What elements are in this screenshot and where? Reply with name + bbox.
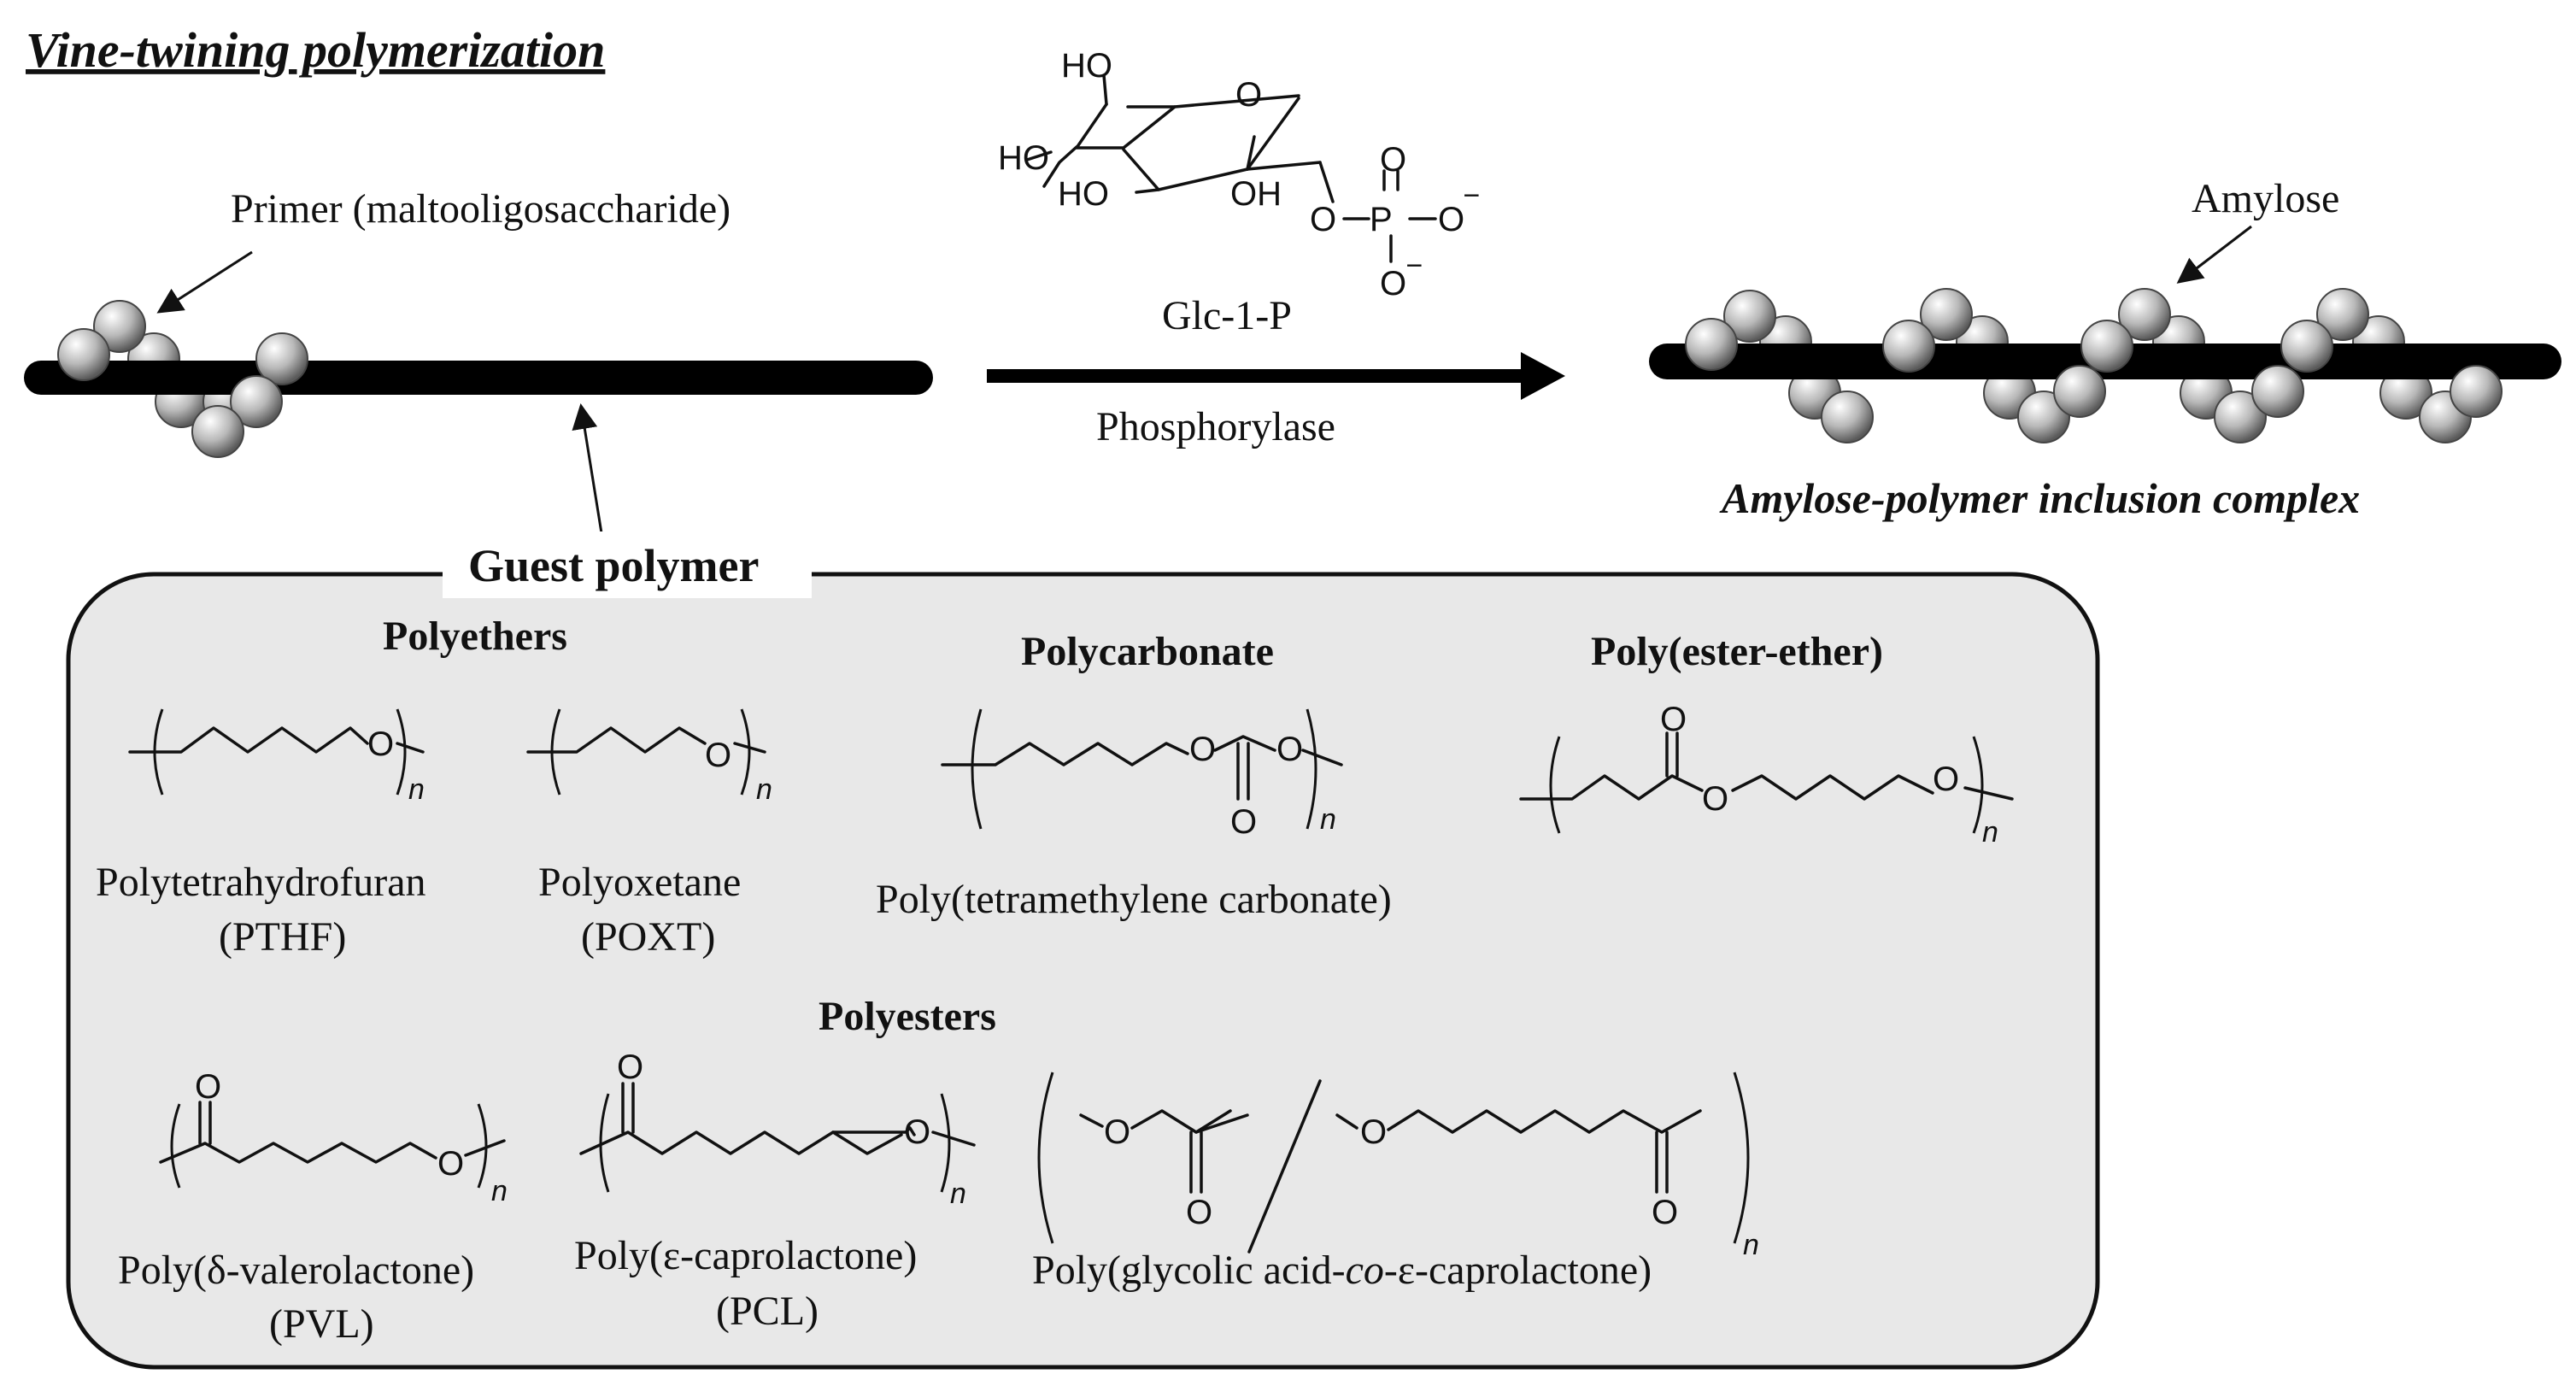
guest-panel-title: Guest polymer	[468, 540, 759, 591]
category-polycarbonate: Polycarbonate	[1021, 629, 1274, 674]
ptmc-subscript-n: n	[1320, 803, 1336, 836]
glc1p-charge-right: −	[1463, 179, 1480, 212]
glc1p-atom-ho1: HO	[1061, 47, 1112, 85]
glc1p-atom-oh: OH	[1230, 175, 1282, 213]
glc1p-atom-o-bottom: O	[1380, 265, 1406, 302]
glc1p-atom-o-right: O	[1438, 201, 1464, 238]
pcl-atom-o-ester: O	[904, 1113, 930, 1151]
ptmc-name: Poly(tetramethylene carbonate)	[876, 877, 1392, 922]
pga-atom-o2: O	[1186, 1194, 1212, 1231]
diagram-title: Vine-twining polymerization	[26, 22, 605, 78]
pga-name-co: co	[1346, 1248, 1384, 1293]
pthf-structure: O n	[128, 708, 425, 806]
guest-polymer-rod-left	[24, 361, 933, 395]
glc1p-atom-o-link: O	[1310, 201, 1336, 238]
pvl-atom-o-carbonyl: O	[195, 1068, 221, 1106]
glc1p-charge-bottom: −	[1405, 250, 1423, 282]
ptmc-atom-o2: O	[1276, 731, 1303, 768]
pga-subscript-n: n	[1743, 1229, 1759, 1261]
pvl-abbr: (PVL)	[269, 1301, 374, 1347]
pcl-subscript-n: n	[950, 1177, 966, 1210]
category-polyesters: Polyesters	[819, 994, 996, 1039]
pga-name-prefix: Poly(glycolic acid-	[1032, 1248, 1346, 1293]
pvl-name: Poly(δ-valerolactone)	[118, 1248, 474, 1293]
pee-atom-o-ester: O	[1702, 780, 1728, 818]
primer-pointer-arrow	[156, 250, 253, 314]
reaction-arrowhead	[1521, 352, 1565, 400]
pga-co-pcl-name: Poly(glycolic acid-co-ε-caprolactone)	[1032, 1248, 1652, 1293]
reagent-name: Glc-1-P	[1162, 293, 1292, 338]
guest-polymer-pointer-arrow	[572, 403, 604, 539]
primer-front-beads	[57, 300, 308, 458]
pga-atom-o4: O	[1652, 1194, 1678, 1231]
primer-complex	[24, 300, 933, 458]
amylose-complex	[1649, 288, 2561, 443]
pvl-structure: O O n	[159, 1068, 508, 1207]
pee-atom-o-carbonyl: O	[1660, 701, 1687, 738]
glc1p-atom-o-top: O	[1380, 141, 1406, 179]
pcl-abbr: (PCL)	[716, 1289, 819, 1334]
enzyme-label: Phosphorylase	[1096, 404, 1335, 449]
pga-co-pcl-structure: O O O O n	[1037, 1072, 1759, 1261]
pee-atom-o-ether: O	[1933, 760, 1959, 798]
ptmc-structure: O O O n	[941, 708, 1343, 841]
pthf-name: Polytetrahydrofuran	[96, 860, 426, 905]
glc1p-atom-ring-o: O	[1235, 76, 1262, 114]
pga-name-suffix: -ε-caprolactone)	[1384, 1248, 1652, 1293]
pcl-structure: O O n	[579, 1048, 976, 1210]
poxt-abbr: (POXT)	[581, 914, 715, 960]
glc1p-atom-p: P	[1370, 201, 1393, 238]
pcl-atom-o-carbonyl: O	[617, 1048, 643, 1086]
ptmc-atom-o1: O	[1189, 731, 1216, 768]
pga-atom-o1: O	[1104, 1113, 1130, 1151]
amylose-label: Amylose	[2192, 176, 2339, 221]
pga-atom-o3: O	[1360, 1113, 1387, 1151]
poxt-atom-o: O	[705, 737, 731, 774]
amylose-front-beads	[1685, 288, 2503, 443]
glc1p-structure: HO O HO HO OH O P O O − O −	[998, 47, 1480, 302]
guest-panel-frame	[66, 572, 2100, 1370]
pthf-atom-o: O	[367, 725, 394, 763]
primer-label: Primer (maltooligosaccharide)	[231, 186, 731, 232]
poxt-name: Polyoxetane	[538, 860, 741, 905]
guest-polymer-panel: Guest polymer Polyethers Polycarbonate P…	[66, 531, 2100, 1370]
amylose-pointer-arrow	[2176, 225, 2252, 284]
glc1p-atom-ho3: HO	[1058, 175, 1109, 213]
product-caption: Amylose-polymer inclusion complex	[1719, 474, 2360, 522]
poly-ester-ether-structure: O O O n	[1519, 701, 2014, 849]
category-polyethers: Polyethers	[383, 614, 567, 659]
poxt-subscript-n: n	[756, 773, 772, 806]
pthf-subscript-n: n	[408, 773, 425, 806]
ptmc-atom-o3: O	[1230, 803, 1257, 841]
pvl-atom-o-ester: O	[437, 1145, 464, 1183]
pcl-name: Poly(ε-caprolactone)	[574, 1233, 917, 1278]
category-poly-ester-ether: Poly(ester-ether)	[1591, 629, 1883, 674]
pvl-subscript-n: n	[491, 1175, 508, 1207]
poxt-structure: O n	[526, 708, 772, 806]
glc1p-atom-ho2: HO	[998, 139, 1049, 177]
pthf-abbr: (PTHF)	[219, 914, 346, 960]
guest-panel-title-bg	[443, 531, 812, 598]
pee-subscript-n: n	[1982, 816, 1998, 849]
